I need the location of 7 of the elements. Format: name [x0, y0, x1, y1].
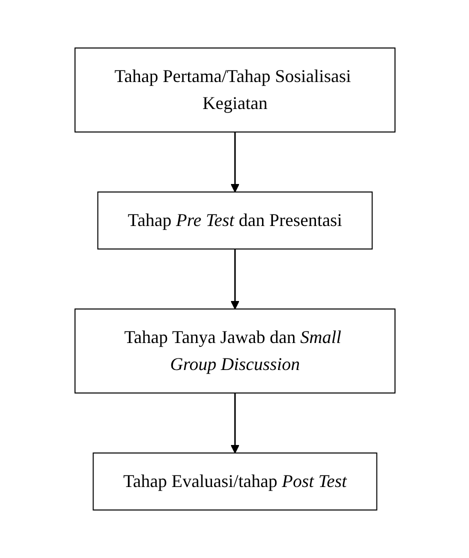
arrow — [230, 132, 239, 192]
node-box: Tahap Pertama/Tahap Sosialisasi Kegiatan — [74, 48, 395, 132]
node-box: Tahap Tanya Jawab dan Small Group Discussion — [74, 308, 395, 394]
arrow — [230, 249, 239, 310]
node-box: Tahap Pre Test dan Presentasi — [96, 192, 372, 250]
arrow — [230, 393, 239, 454]
node-box: Tahap Evaluasi/tahap Post Test — [92, 452, 377, 510]
